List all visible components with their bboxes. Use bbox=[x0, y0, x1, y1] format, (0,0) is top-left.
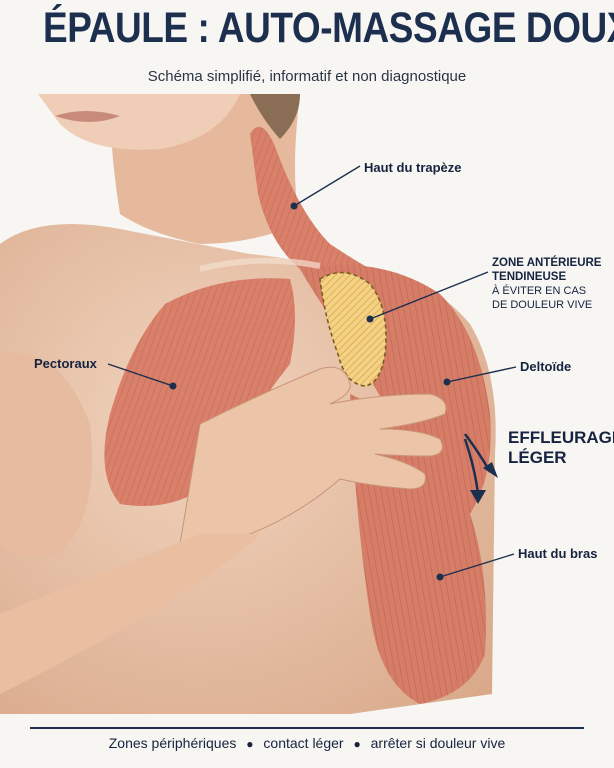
arrow-head-1 bbox=[483, 462, 498, 478]
footer-item-3: arrêter si douleur vive bbox=[370, 735, 506, 751]
label-zone-tendineuse: ZONE ANTÉRIEURE TENDINEUSE À ÉVITER EN C… bbox=[492, 256, 601, 312]
effleurage-line-2: LÉGER bbox=[508, 448, 567, 467]
trapezius-muscle bbox=[250, 126, 380, 279]
page-title: ÉPAULE : AUTO-MASSAGE DOUX bbox=[42, 4, 614, 52]
zone-title-line-1: ZONE ANTÉRIEURE bbox=[492, 257, 602, 269]
leader-lines bbox=[107, 165, 517, 578]
forearm bbox=[0, 534, 260, 694]
dot-pectoraux bbox=[169, 382, 177, 390]
anatomy-illustration: Haut du trapèze ZONE ANTÉRIEURE TENDINEU… bbox=[0, 94, 614, 714]
hand bbox=[179, 366, 447, 546]
footer-item-1: Zones périphériques bbox=[108, 735, 237, 751]
lips bbox=[55, 111, 120, 122]
effleurage-line-1: EFFLEURAGE bbox=[508, 428, 614, 447]
anatomy-svg bbox=[0, 94, 517, 714]
footer-separator-1: ● bbox=[246, 737, 254, 751]
zone-note-line-1: À ÉVITER EN CAS bbox=[492, 285, 587, 297]
label-trapeze: Haut du trapèze bbox=[364, 160, 462, 175]
tendon-zone bbox=[319, 271, 387, 387]
zone-title-line-2: TENDINEUSE bbox=[492, 271, 567, 283]
footer-item-2: contact léger bbox=[263, 735, 344, 751]
label-pectoraux: Pectoraux bbox=[34, 356, 97, 371]
arrow-head-2 bbox=[470, 490, 486, 504]
label-deltoide: Deltoïde bbox=[520, 359, 572, 374]
pectoral-muscle bbox=[104, 278, 295, 506]
label-effleurage: EFFLEURAGE LÉGER bbox=[508, 428, 614, 468]
dot-trapeze bbox=[290, 202, 298, 210]
footer-divider bbox=[30, 727, 584, 729]
dot-bras bbox=[436, 573, 444, 581]
label-haut-du-bras: Haut du bras bbox=[518, 546, 598, 561]
clavicle bbox=[199, 257, 321, 272]
footer: Zones périphériques ● contact léger ● ar… bbox=[0, 735, 614, 751]
page-subtitle: Schéma simplifié, informatif et non diag… bbox=[147, 68, 467, 85]
breast bbox=[0, 352, 92, 558]
dot-zone bbox=[366, 315, 374, 323]
dot-deltoide bbox=[443, 378, 451, 386]
footer-separator-2: ● bbox=[353, 737, 361, 751]
chin bbox=[38, 94, 240, 150]
zone-note-line-2: DE DOULEUR VIVE bbox=[492, 299, 593, 311]
hair bbox=[250, 94, 300, 139]
